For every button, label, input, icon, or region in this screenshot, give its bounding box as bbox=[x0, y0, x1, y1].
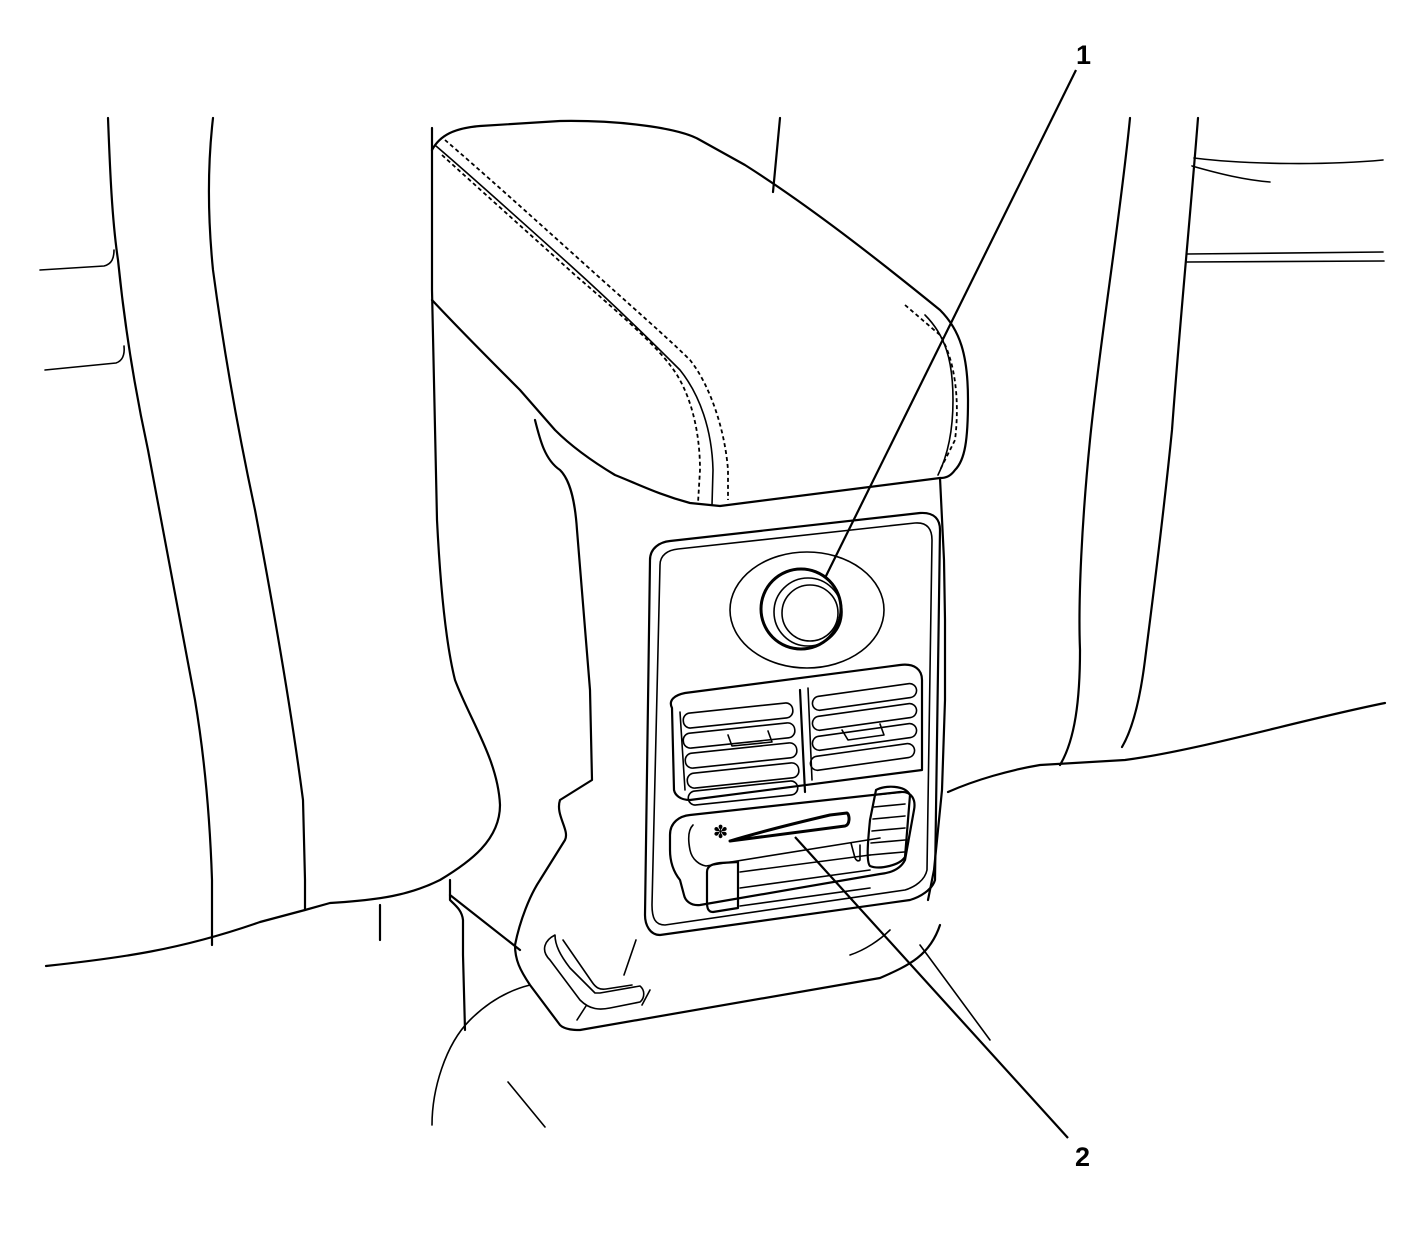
right-vent-louvers bbox=[809, 682, 918, 772]
left-seat-outline bbox=[39, 116, 502, 968]
console-body bbox=[448, 418, 947, 1032]
armrest bbox=[430, 116, 970, 508]
right-seat-outline bbox=[946, 116, 1387, 794]
fan-symbol-icon: ✽ bbox=[713, 822, 728, 843]
rear-air-vents bbox=[669, 663, 924, 806]
leader-line-2 bbox=[794, 836, 1069, 1139]
power-outlet-knob bbox=[729, 551, 885, 669]
left-vent-louvers bbox=[682, 702, 800, 806]
control-bezel bbox=[643, 511, 942, 937]
floor-hump bbox=[431, 944, 991, 1128]
leader-line-1 bbox=[824, 69, 1077, 579]
callout-leaders bbox=[794, 69, 1077, 1139]
callout-1: 1 bbox=[1076, 40, 1092, 70]
callout-2: 2 bbox=[1075, 1142, 1091, 1172]
fan-control-panel: ✽ bbox=[668, 785, 916, 914]
